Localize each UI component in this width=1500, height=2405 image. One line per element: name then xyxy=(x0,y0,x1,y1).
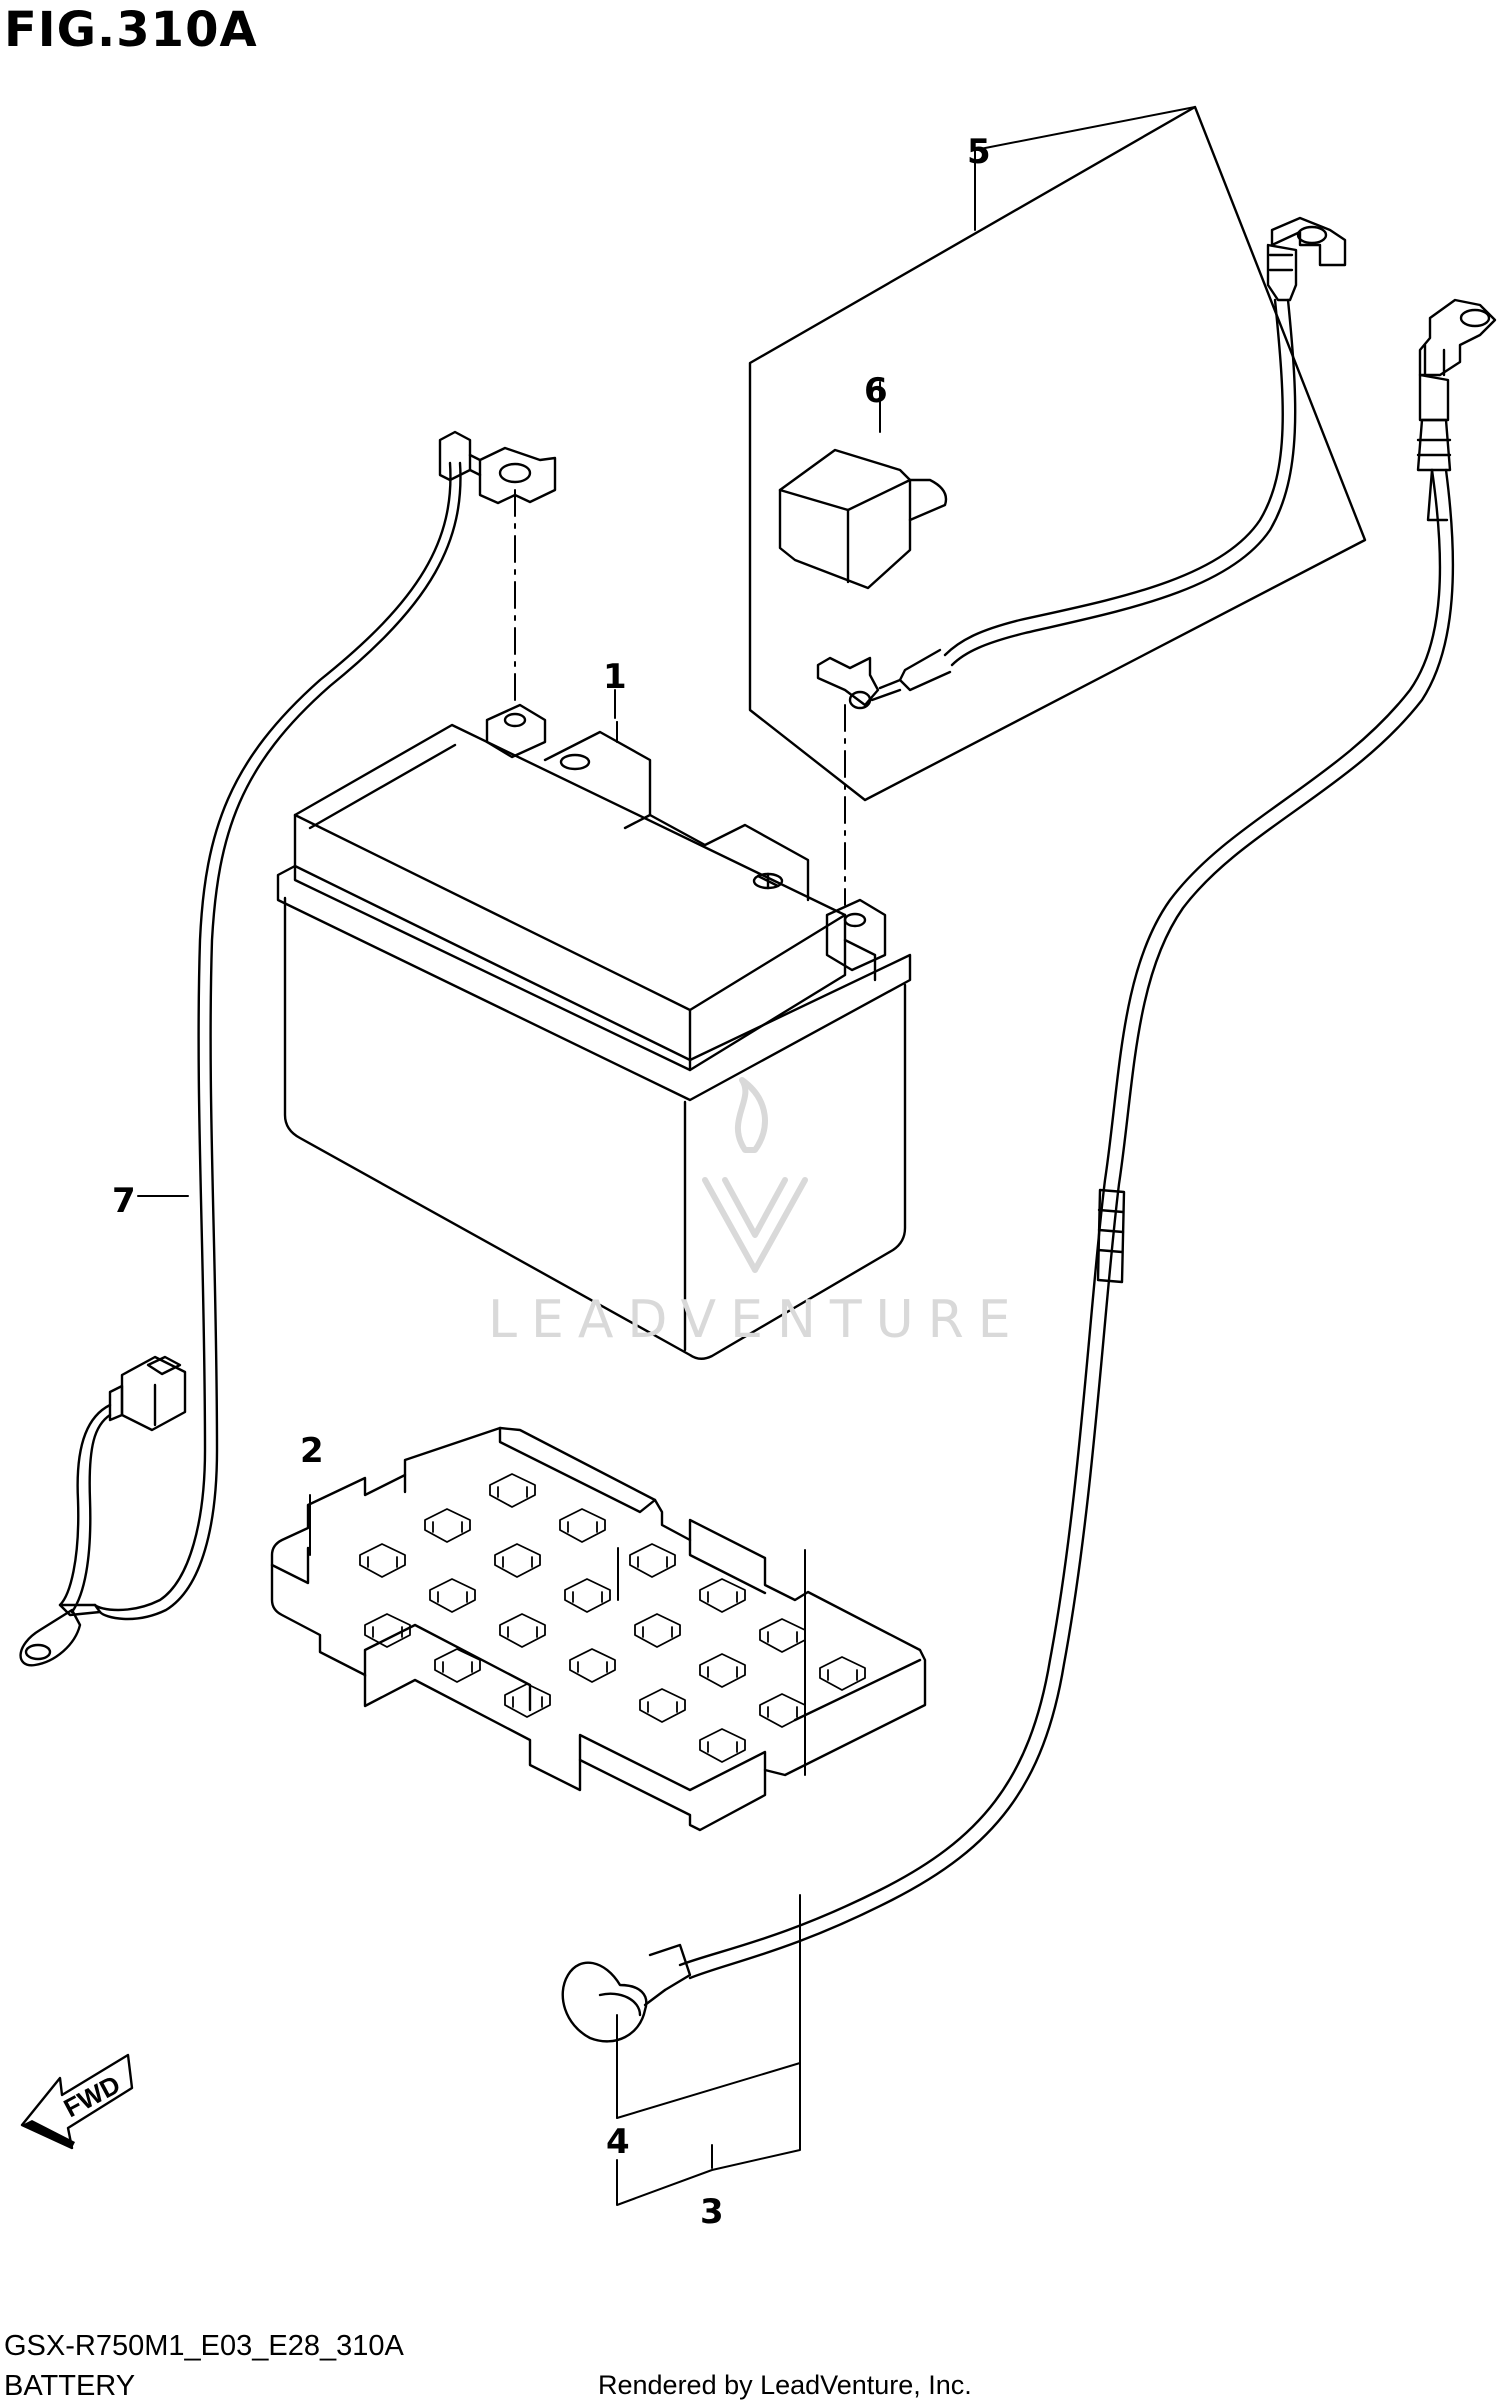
callout-2: 2 xyxy=(300,1431,324,1471)
figure-title: FIG.310A xyxy=(4,2,258,58)
leader-lines xyxy=(137,106,1196,2169)
callout-3: 3 xyxy=(700,2192,724,2232)
tray-slots xyxy=(359,1473,866,1763)
dashed-leaders xyxy=(514,489,846,906)
battery xyxy=(276,703,912,1360)
cable-7 xyxy=(19,430,557,1667)
terminal-cap-6 xyxy=(778,448,948,590)
callout-labels: 1 2 3 4 5 6 7 xyxy=(112,132,991,2232)
assembly-panel-5 xyxy=(748,105,1367,802)
figure-caption: BATTERY xyxy=(4,2370,136,2402)
battery-tray xyxy=(270,1426,927,1832)
bracket-3-4 xyxy=(616,2062,801,2206)
watermark-text: LEADVENTURE xyxy=(488,1290,1025,1350)
callout-5: 5 xyxy=(967,132,991,172)
cable-3 xyxy=(561,298,1497,2043)
rendered-by: Rendered by LeadVenture, Inc. xyxy=(598,2370,972,2400)
fwd-arrow-icon: FWD xyxy=(20,2053,134,2150)
callout-1: 1 xyxy=(603,657,627,697)
callout-7: 7 xyxy=(112,1181,136,1221)
watermark-logo xyxy=(702,1077,808,1273)
callout-6: 6 xyxy=(864,371,888,411)
model-code: GSX-R750M1_E03_E28_310A xyxy=(4,2330,404,2362)
callout-4: 4 xyxy=(606,2122,630,2162)
cable-5 xyxy=(816,216,1347,710)
